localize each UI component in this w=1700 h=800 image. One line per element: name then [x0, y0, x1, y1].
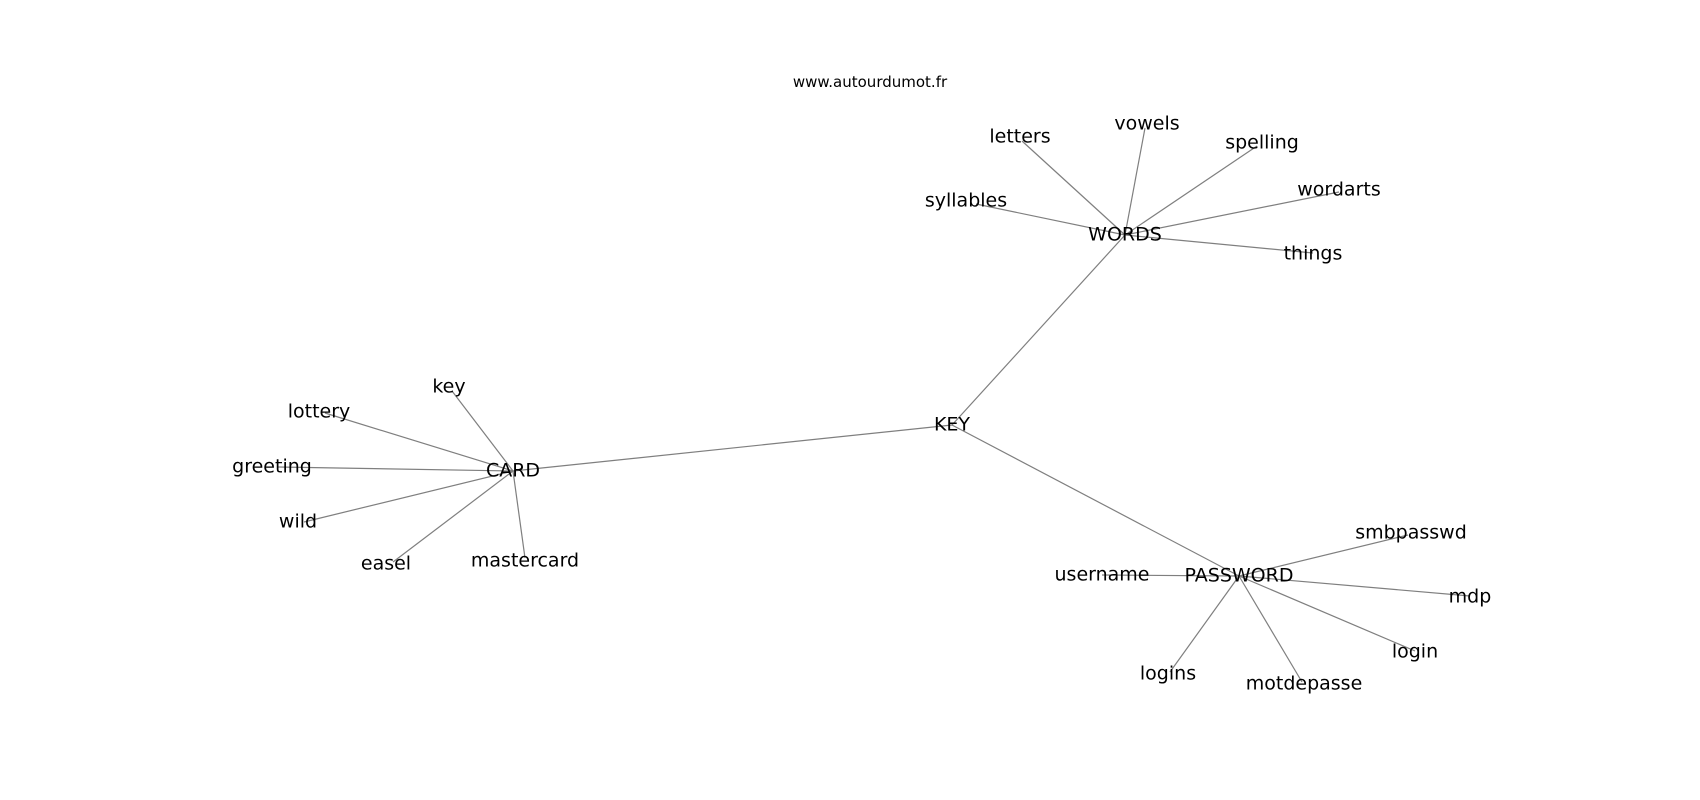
edge-card-wild	[303, 470, 514, 523]
node-label-mdp: mdp	[1449, 586, 1492, 608]
node-label-smbpasswd: smbpasswd	[1355, 522, 1467, 544]
node-label-wild: wild	[279, 511, 317, 533]
node-label-login: login	[1392, 641, 1438, 663]
source-url: www.autourdumot.fr	[792, 73, 948, 91]
edge-card-mastercard	[512, 470, 526, 559]
node-label-easel: easel	[361, 553, 411, 575]
node-label-syllables: syllables	[925, 190, 1007, 212]
node-label-key: key	[432, 376, 465, 398]
node-label-wordarts: wordarts	[1297, 179, 1381, 201]
edge-card-greeting	[277, 466, 514, 472]
edge-password-username	[1101, 574, 1240, 577]
node-label-words: WORDS	[1088, 224, 1162, 246]
edge-card-lottery	[324, 412, 514, 472]
node-label-vowels: vowels	[1114, 113, 1179, 135]
node-label-motdepasse: motdepasse	[1246, 673, 1363, 695]
edge-words-syllables	[975, 203, 1126, 236]
node-label-logins: logins	[1140, 663, 1196, 685]
node-label-card: CARD	[486, 460, 540, 482]
edge-words-wordarts	[1124, 191, 1340, 236]
node-label-letters: letters	[989, 126, 1050, 148]
edge-words-things	[1124, 234, 1314, 254]
edge-key-words	[951, 234, 1126, 426]
edge-key-password	[951, 424, 1240, 577]
labels-group: KEY WORDS CARD PASSWORD letters vowels spellin…	[232, 113, 1491, 695]
edge-password-mdp	[1238, 575, 1471, 597]
edge-card-key	[451, 390, 514, 472]
node-label-greeting: greeting	[232, 456, 312, 478]
edge-words-vowels	[1124, 127, 1146, 236]
node-label-username: username	[1055, 564, 1150, 586]
node-label-things: things	[1284, 243, 1343, 265]
node-label-mastercard: mastercard	[471, 550, 579, 572]
edge-key-card	[512, 424, 953, 472]
edge-password-smbpasswd	[1238, 534, 1409, 577]
edge-card-easel	[392, 470, 514, 563]
node-label-password: PASSWORD	[1185, 565, 1294, 587]
edge-password-login	[1238, 575, 1416, 652]
node-label-spelling: spelling	[1225, 132, 1299, 154]
edge-words-letters	[1021, 140, 1126, 236]
node-label-key: KEY	[934, 414, 970, 436]
edge-password-logins	[1169, 575, 1240, 673]
edge-words-spelling	[1124, 145, 1258, 236]
node-label-lottery: lottery	[288, 401, 351, 423]
edges-group	[277, 127, 1471, 683]
edge-password-motdepasse	[1238, 575, 1303, 683]
